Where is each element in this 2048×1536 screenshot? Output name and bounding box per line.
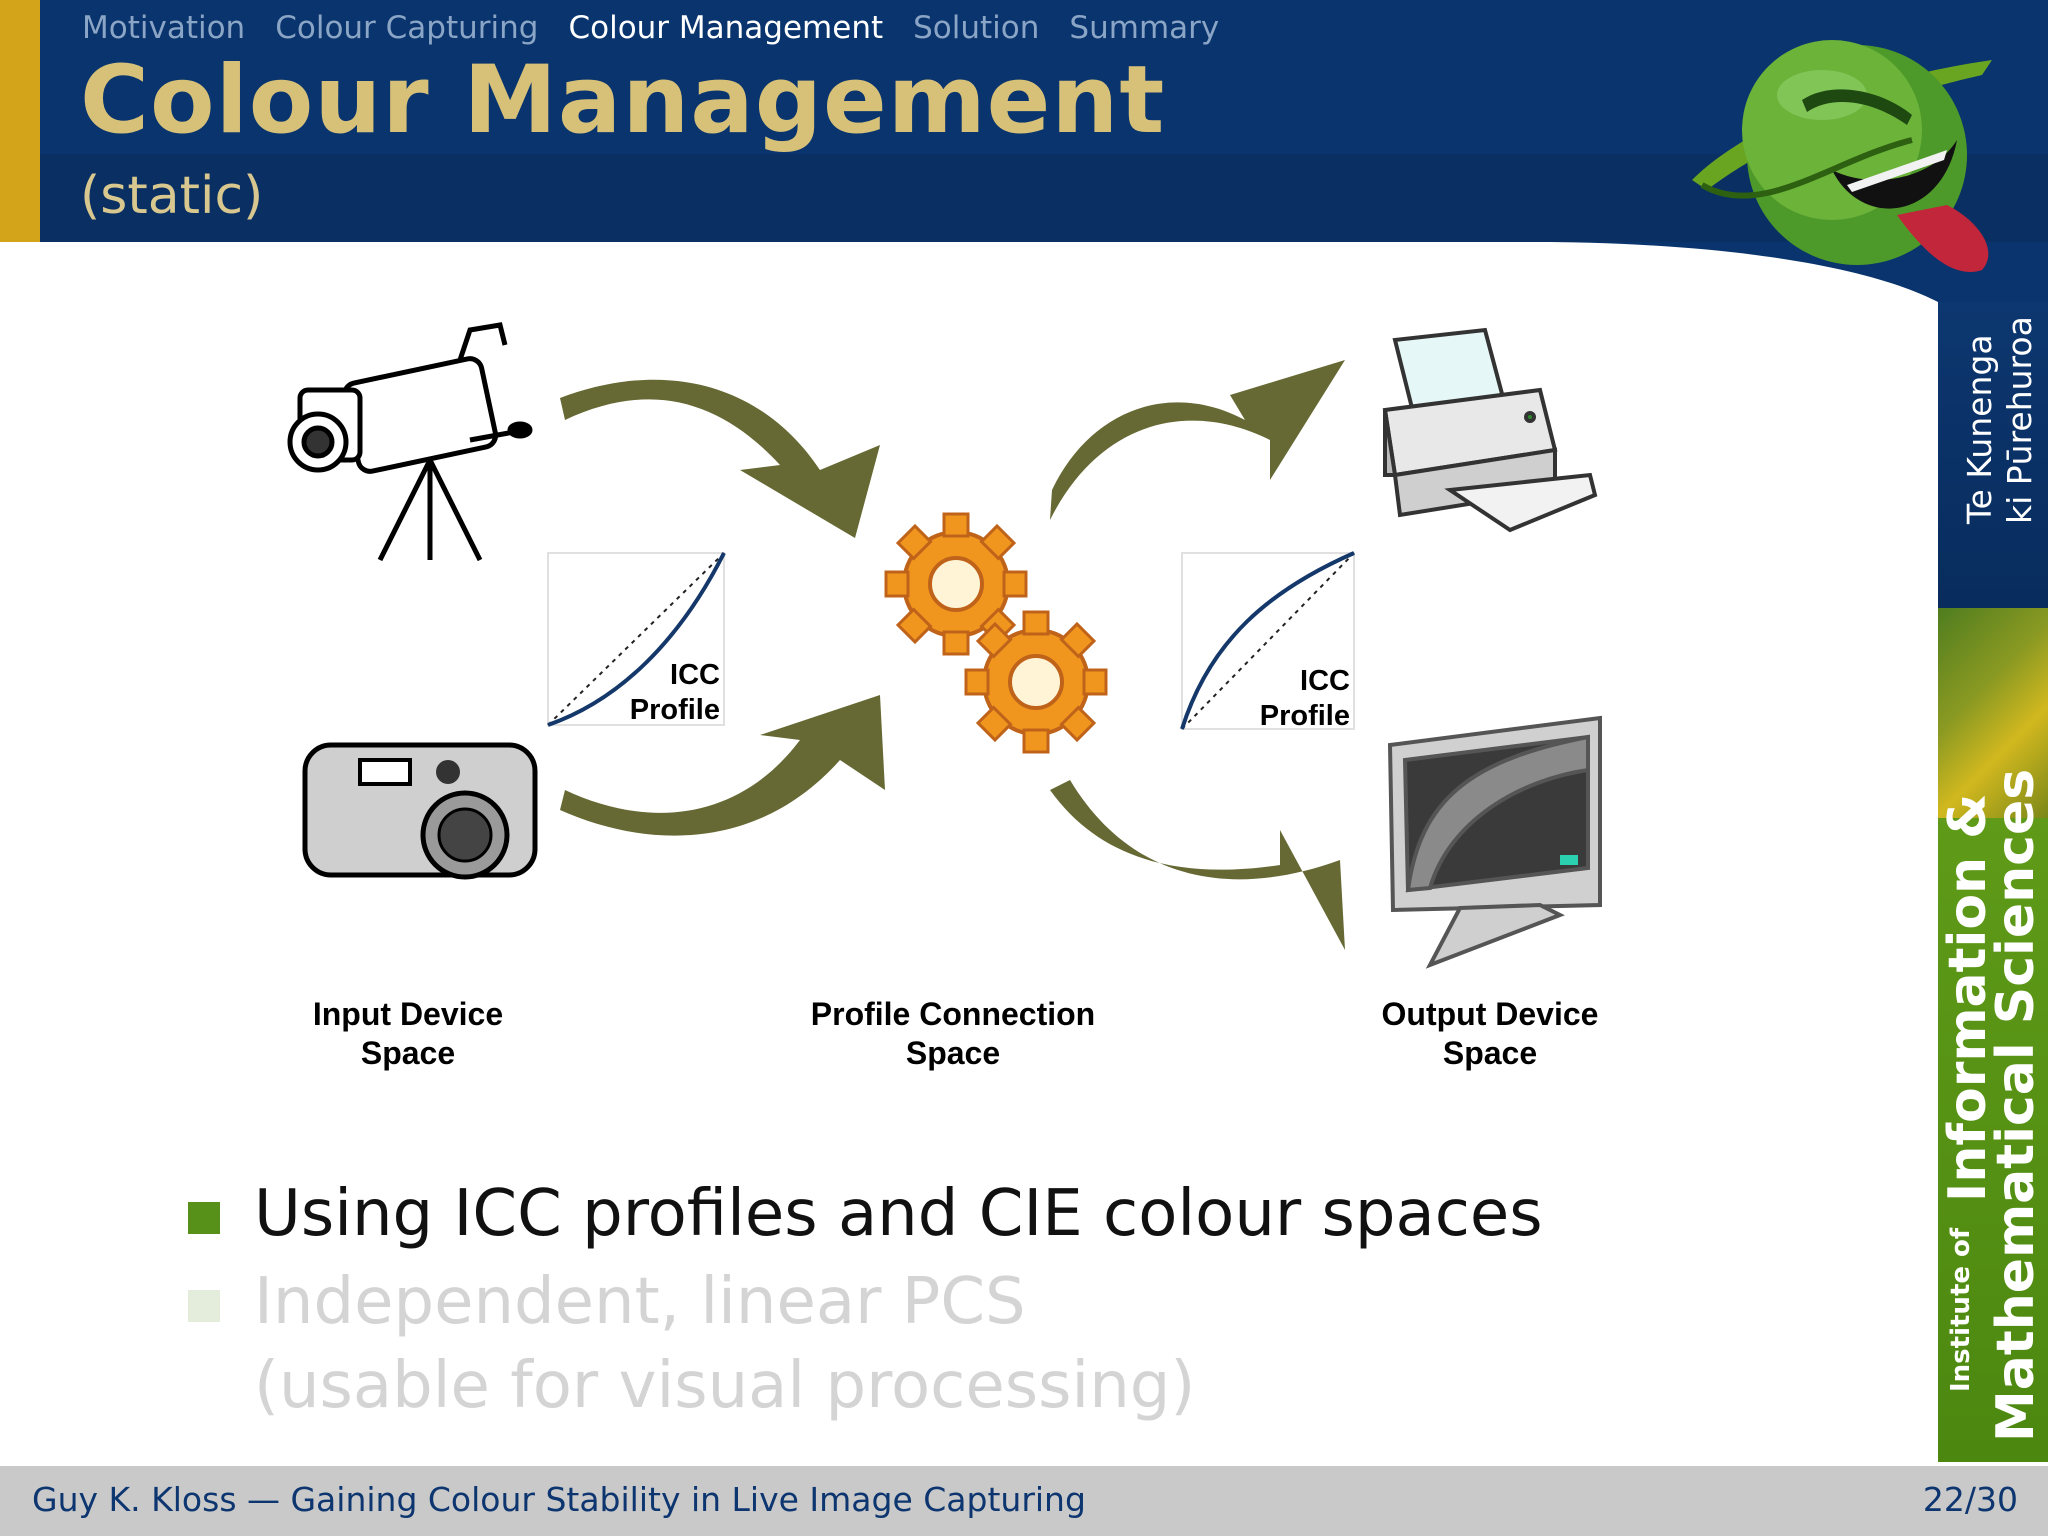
- icc-output-label-2: Profile: [1260, 700, 1350, 732]
- slide-title: Colour Management: [80, 46, 1166, 155]
- transform-arrows: [560, 360, 1345, 950]
- sidebar-blue-panel: [1938, 302, 2048, 608]
- header-swoosh: [1500, 241, 2048, 302]
- slide-subtitle: (static): [80, 166, 264, 226]
- bullet-text: Using ICC profiles and CIE colour spaces: [254, 1177, 1543, 1251]
- arrow-pcs-to-monitor: [1050, 780, 1345, 950]
- digital-camera-icon: [302, 742, 538, 880]
- maori-name-line-1: Te Kunenga: [1960, 334, 1999, 524]
- monitor-icon: [1387, 715, 1602, 969]
- bullet-text-line-1: Independent, linear PCS: [254, 1265, 1026, 1339]
- sidebar-green-panel: [1938, 818, 2048, 1462]
- bullet-text-line-2: (usable for visual processing): [254, 1349, 1196, 1423]
- pcs-label-1: Profile Connection: [811, 996, 1095, 1032]
- video-camera-icon: [287, 322, 533, 562]
- bullet-square-icon: [188, 1290, 220, 1322]
- gears-icon: [884, 512, 1108, 754]
- icc-input-label-2: Profile: [630, 694, 720, 726]
- alien-logo-icon: [1692, 40, 1992, 272]
- bullet-square-icon: [188, 1202, 220, 1234]
- footer-author-title: Guy K. Kloss — Gaining Colour Stability …: [32, 1480, 1086, 1519]
- institute-of-label: Institute of: [1946, 1227, 1976, 1392]
- icc-profile-plot-output: ICC Profile: [1180, 551, 1355, 732]
- pcs-label-2: Space: [906, 1035, 1000, 1071]
- institute-sidebar: Te Kunenga ki Pūrehuroa Institute of Inf…: [1938, 302, 2048, 1462]
- slide-header: Motivation Colour Capturing Colour Manag…: [0, 0, 2048, 242]
- slide-footer: Guy K. Kloss — Gaining Colour Stability …: [0, 1466, 2048, 1536]
- output-device-label-1: Output Device: [1382, 996, 1599, 1032]
- arrow-camera-to-pcs: [560, 695, 885, 836]
- nav-item-colour-capturing[interactable]: Colour Capturing: [275, 10, 539, 46]
- icc-profile-plot-input: ICC Profile: [547, 552, 726, 727]
- input-device-label-1: Input Device: [313, 996, 503, 1032]
- header-accent-bar: [0, 0, 40, 242]
- section-navigation: Motivation Colour Capturing Colour Manag…: [82, 10, 1219, 50]
- nav-item-motivation[interactable]: Motivation: [82, 10, 246, 46]
- icc-output-label-1: ICC: [1300, 665, 1350, 697]
- nav-item-colour-management[interactable]: Colour Management: [568, 10, 884, 46]
- printer-icon: [1382, 327, 1598, 533]
- nav-item-summary[interactable]: Summary: [1069, 10, 1220, 46]
- nav-item-solution[interactable]: Solution: [913, 10, 1040, 46]
- maori-name-line-2: ki Pūrehuroa: [2000, 316, 2039, 524]
- input-device-label-2: Space: [361, 1035, 455, 1071]
- arrow-pcs-to-printer: [1050, 360, 1345, 520]
- colour-management-diagram: ICC Profile ICC Profile Input Device Spa…: [287, 322, 1602, 1071]
- icc-input-label-1: ICC: [670, 659, 720, 691]
- output-device-label-2: Space: [1443, 1035, 1537, 1071]
- institute-name-line-2: Mathematical Sciences: [1986, 768, 2046, 1442]
- arrow-video-to-pcs: [560, 379, 880, 538]
- page-number: 22/30: [1922, 1480, 2018, 1519]
- sidebar-image-panel: [1938, 608, 2048, 818]
